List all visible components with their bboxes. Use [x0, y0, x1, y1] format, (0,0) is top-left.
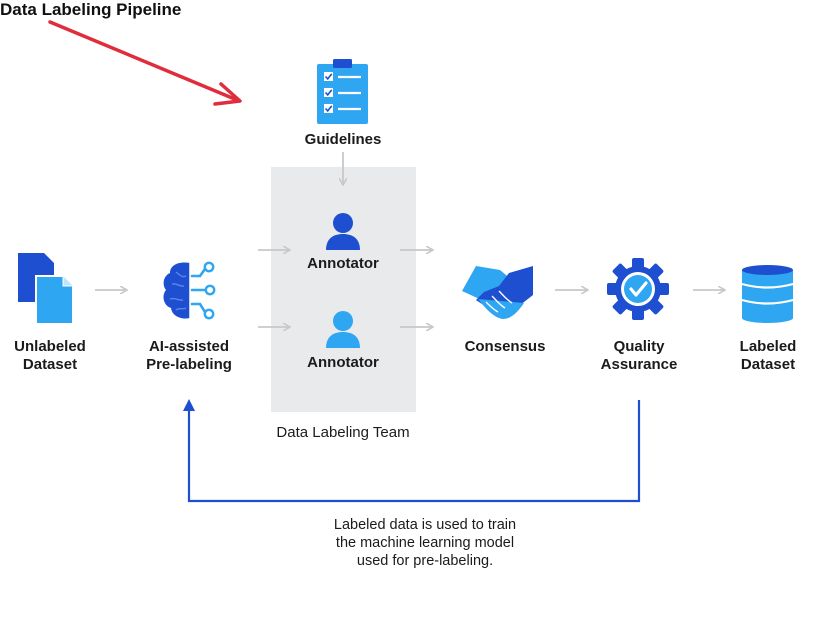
guidelines-label: Guidelines — [304, 131, 382, 148]
quality-assurance-label: Quality Assurance — [600, 338, 678, 373]
unlabeled-dataset-label: Unlabeled Dataset — [14, 338, 86, 373]
database-icon — [741, 265, 794, 323]
annotator-label: Annotator — [307, 255, 379, 272]
data-labeling-team-box — [271, 167, 416, 412]
red-pointer-arrow — [48, 20, 242, 106]
labeled-dataset-label: Labeled Dataset — [739, 338, 797, 373]
clipboard-checklist-icon — [317, 59, 368, 124]
feedback-loop-arrow — [183, 399, 641, 503]
gear-check-icon — [607, 258, 669, 320]
user-icon — [326, 311, 360, 348]
flow-arrows — [95, 152, 724, 327]
ai-prelabeling-label: AI-assisted Pre-labeling — [146, 338, 232, 373]
user-icon — [326, 213, 360, 250]
annotator-label: Annotator — [307, 354, 379, 371]
documents-icon — [18, 253, 74, 325]
page-title: Data Labeling Pipeline — [0, 0, 182, 19]
consensus-label: Consensus — [464, 338, 546, 355]
feedback-note: Labeled data is used to train the machin… — [333, 517, 517, 569]
handshake-icon — [462, 266, 533, 319]
team-label: Data Labeling Team — [276, 424, 410, 441]
ai-brain-icon — [163, 261, 216, 320]
